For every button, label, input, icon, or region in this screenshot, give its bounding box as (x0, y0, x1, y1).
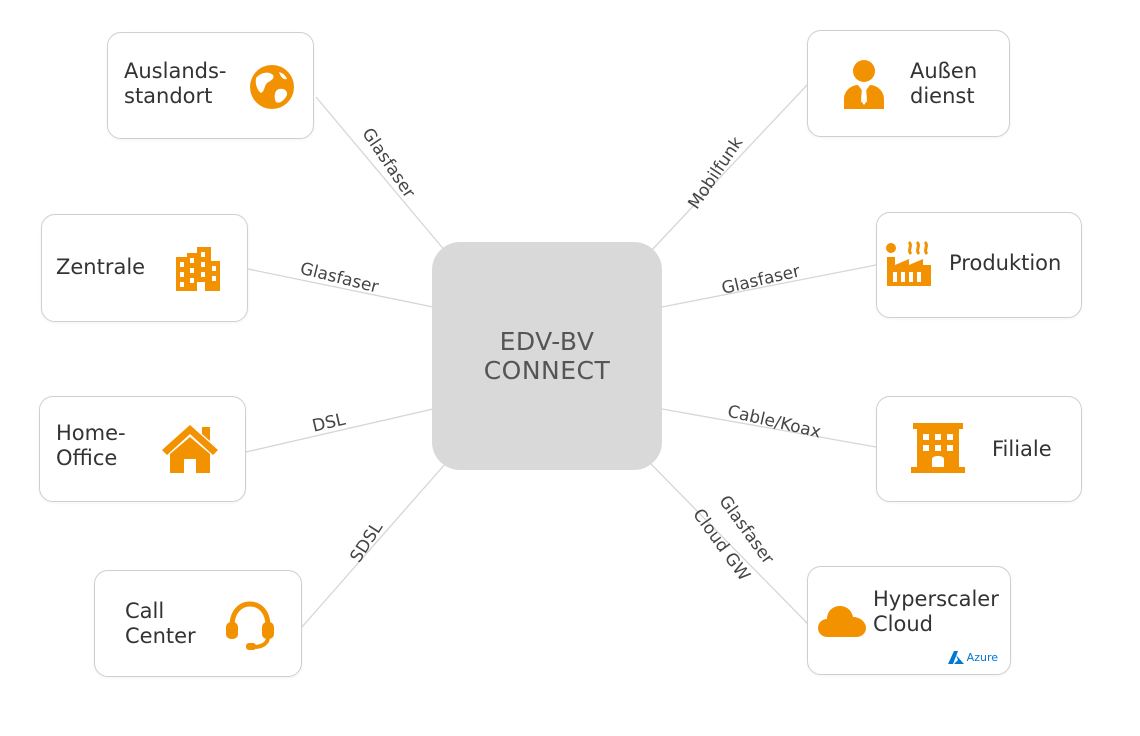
link-auslandsstandort (315, 96, 447, 253)
link-zentrale (247, 268, 434, 308)
node-zentrale[interactable]: Zentrale (41, 214, 248, 322)
headset-icon (223, 597, 277, 651)
link-aussendienst (649, 83, 809, 253)
azure-badge-label: Azure (966, 651, 998, 664)
node-label: Auslands- standort (124, 59, 227, 108)
field-worker-icon (842, 59, 886, 109)
hub-edv-bv-connect: EDV-BV CONNECT (432, 242, 662, 470)
label-call-center: SDSL (346, 518, 387, 566)
node-label: Call Center (125, 599, 196, 648)
link-hyperscaler (649, 462, 809, 625)
node-home-office[interactable]: Home- Office (39, 396, 246, 502)
label-auslandsstandort: Glasfaser (358, 124, 419, 201)
hub-title-line1: EDV-BV (499, 327, 595, 356)
azure-logo-icon (947, 651, 964, 664)
house-icon (160, 423, 220, 473)
node-hyperscaler-cloud[interactable]: Hyperscaler Cloud Azure (807, 566, 1011, 675)
link-filiale (661, 408, 877, 448)
node-label: Home- Office (56, 421, 126, 470)
node-label: Hyperscaler Cloud (873, 587, 999, 636)
node-aussendienst[interactable]: Außen dienst (807, 30, 1010, 137)
globe-icon (248, 63, 296, 111)
hub-title-line2: CONNECT (483, 356, 611, 385)
node-label: Außen dienst (910, 59, 978, 108)
node-auslandsstandort[interactable]: Auslands- standort (107, 32, 314, 139)
label-home-office: DSL (310, 410, 348, 437)
link-call-center (301, 462, 447, 628)
node-label: Produktion (949, 251, 1062, 275)
link-produktion (661, 264, 877, 308)
link-home-office (245, 408, 434, 453)
node-label: Filiale (992, 437, 1052, 461)
azure-badge: Azure (947, 651, 998, 664)
node-call-center[interactable]: Call Center (94, 570, 302, 677)
label-aussendienst: Mobilfunk (684, 133, 747, 213)
node-filiale[interactable]: Filiale (876, 396, 1082, 502)
office-building-icon (174, 247, 222, 291)
cloud-icon (818, 603, 866, 637)
label-produktion: Glasfaser (720, 261, 802, 298)
factory-icon (885, 239, 935, 289)
label-zentrale: Glasfaser (298, 259, 380, 298)
node-label: Zentrale (56, 255, 146, 279)
branch-building-icon (911, 423, 965, 473)
node-produktion[interactable]: Produktion (876, 212, 1082, 318)
label-filiale: Cable/Koax (726, 402, 823, 443)
